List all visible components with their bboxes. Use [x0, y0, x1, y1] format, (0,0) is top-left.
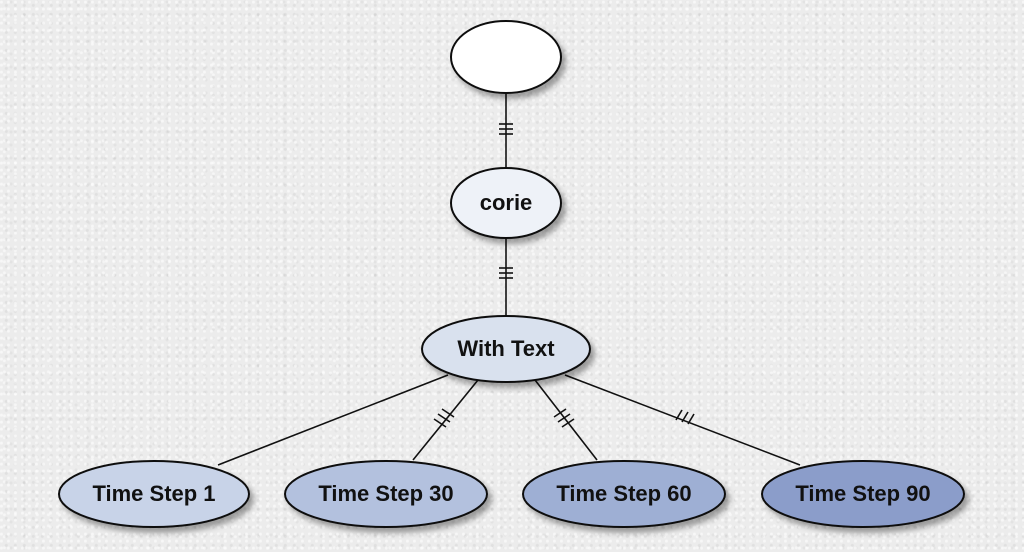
- node-time-step-90[interactable]: Time Step 90: [761, 460, 965, 528]
- edge-withtext-ts1: [217, 374, 449, 466]
- node-corie-shape: [450, 167, 562, 239]
- node-root-shape: [450, 20, 562, 94]
- node-time-step-60[interactable]: Time Step 60: [522, 460, 726, 528]
- node-with-text-label: With Text: [457, 336, 555, 361]
- edge-withtext-ts30: [412, 379, 479, 461]
- node-corie[interactable]: corie: [450, 167, 562, 239]
- edge-mark-ts30: [433, 408, 455, 428]
- node-with-text[interactable]: With Text: [421, 315, 591, 383]
- node-time-step-30-label: Time Step 30: [318, 481, 453, 506]
- edges: [217, 92, 801, 466]
- edge-mark-root-corie: [499, 123, 513, 135]
- node-time-step-90-label: Time Step 90: [795, 481, 930, 506]
- node-with-text-shape: [421, 315, 591, 383]
- node-root[interactable]: [450, 20, 562, 94]
- node-corie-label: corie: [480, 190, 533, 215]
- node-time-step-60-label: Time Step 60: [556, 481, 691, 506]
- edge-mark-corie-withtext: [499, 267, 513, 279]
- node-time-step-1[interactable]: Time Step 1: [58, 460, 250, 528]
- node-time-step-30-shape: [284, 460, 488, 528]
- node-time-step-90-shape: [761, 460, 965, 528]
- edge-withtext-ts60: [534, 379, 598, 461]
- node-time-step-1-label: Time Step 1: [92, 481, 215, 506]
- node-time-step-1-shape: [58, 460, 250, 528]
- edge-mark-ts90: [675, 409, 695, 425]
- node-time-step-30[interactable]: Time Step 30: [284, 460, 488, 528]
- edge-mark-ts60: [553, 408, 575, 428]
- node-time-step-60-shape: [522, 460, 726, 528]
